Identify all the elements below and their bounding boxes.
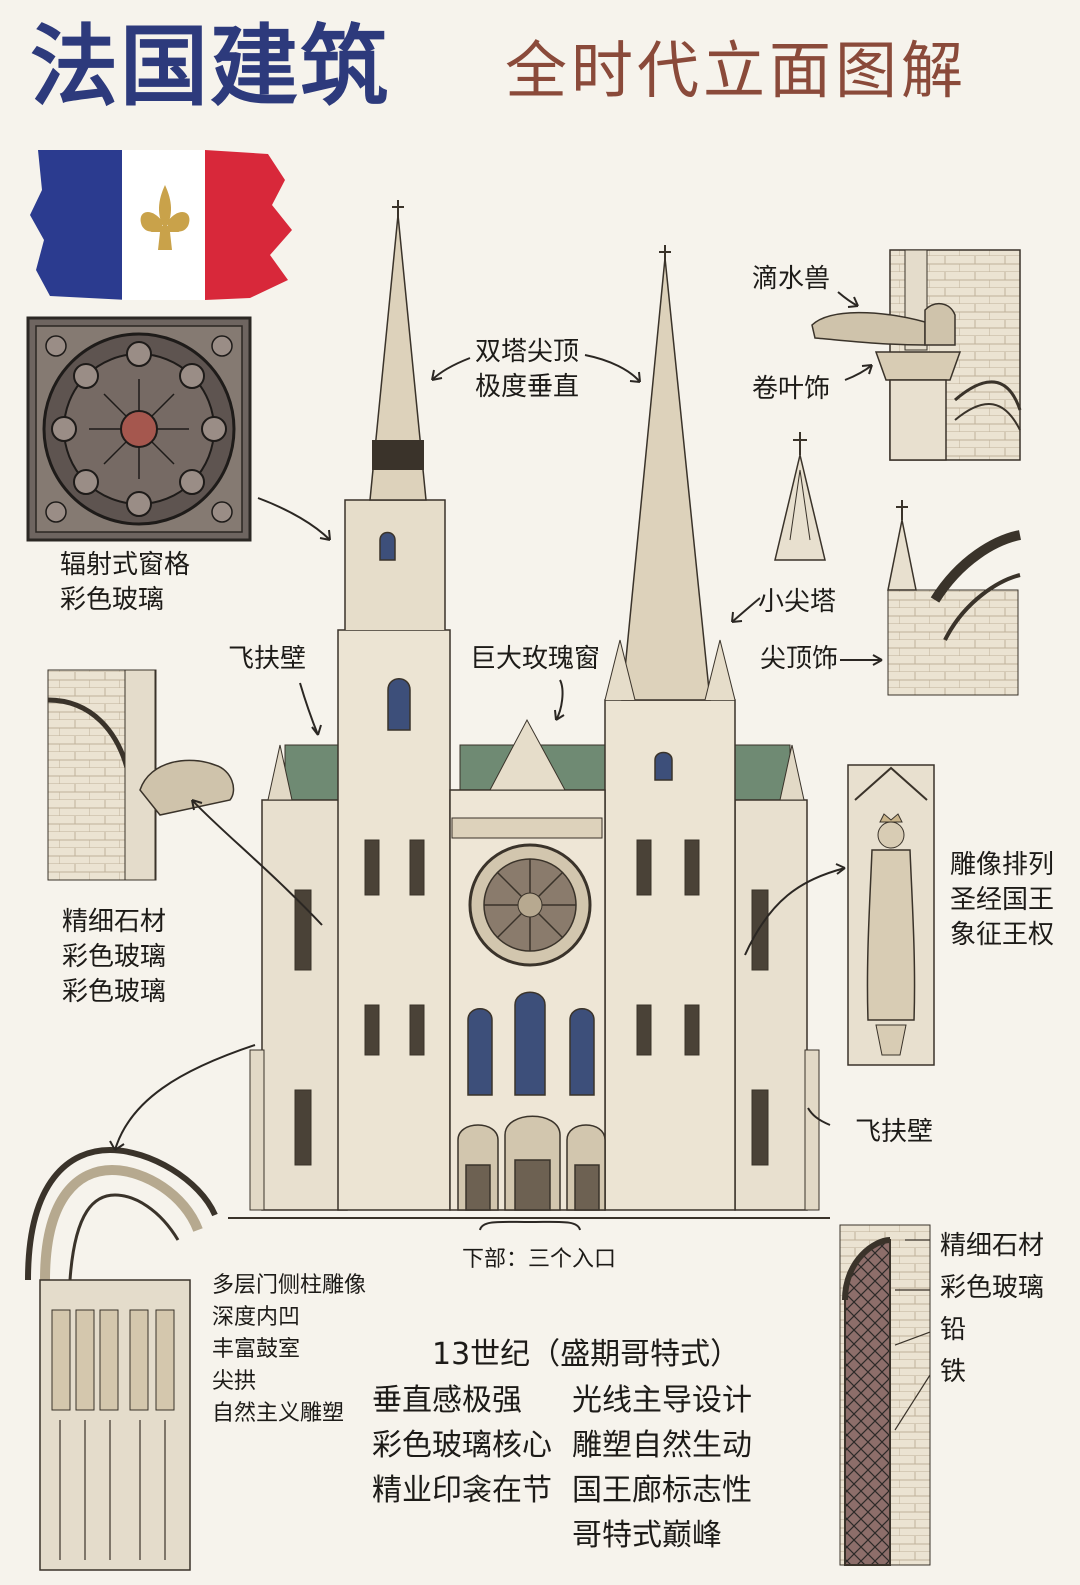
callout-line: 彩色玻璃 — [940, 1273, 1045, 1304]
page-title: 法国建筑 — [30, 14, 391, 118]
callout-line: 精细石材 — [62, 907, 167, 937]
callout-line: 彩色玻璃 — [62, 942, 167, 973]
rose-window — [468, 843, 592, 967]
callout-line: 雕像排列 — [950, 850, 1055, 880]
callout-arrows — [109, 291, 883, 1231]
summary-line: 光线主导设计 — [572, 1383, 752, 1418]
summary-right-column: 光线主导设计 雕塑自然生动 国王廊标志性 哥特式巅峰 — [572, 1378, 752, 1558]
callout-line: 深度内凹 — [212, 1304, 301, 1330]
callout-line: 尖拱 — [212, 1368, 257, 1394]
callout-line: 彩色玻璃 — [60, 585, 165, 616]
finial-label: 尖顶饰 — [760, 644, 839, 674]
king-statue-detail — [847, 764, 935, 1066]
callout-line: 双塔尖顶 — [475, 337, 580, 367]
summary-line: 彩色玻璃核心 — [372, 1428, 552, 1463]
portals-label: 下部：三个入口 — [462, 1247, 617, 1272]
flying-buttress-label-right: 飞扶壁 — [855, 1117, 934, 1147]
callout-line: 辐射式窗格 — [60, 550, 191, 580]
summary-line: 雕塑自然生动 — [572, 1428, 752, 1463]
portal-jamb-detail — [25, 1146, 218, 1571]
summary-line: 垂直感极强 — [372, 1383, 522, 1418]
fleur-de-lis-icon — [140, 185, 190, 250]
stained-window-detail — [839, 1224, 931, 1566]
twin-spires-label: 双塔尖顶 极度垂直 — [475, 335, 579, 405]
callout-line: 精细石材 — [940, 1231, 1045, 1261]
rose-window-detail — [26, 316, 252, 542]
gargoyle-label: 滴水兽 — [752, 264, 831, 294]
callout-line: 铅 — [940, 1315, 967, 1346]
statue-row-label: 雕像排列 圣经国王 象征王权 — [950, 848, 1054, 953]
summary-line: 精业印衾在节 — [372, 1473, 552, 1508]
three-portals — [457, 1115, 606, 1211]
rose-window-detail-label: 辐射式窗格 彩色玻璃 — [60, 548, 190, 618]
callout-line: 象征王权 — [950, 920, 1055, 951]
callout-line: 彩色玻璃 — [62, 977, 167, 1008]
callout-line: 多层门侧柱雕像 — [212, 1273, 367, 1298]
gargoyle-wall-detail — [47, 669, 235, 881]
giant-rose-window-label: 巨大玫瑰窗 — [470, 644, 601, 674]
summary-line: 国王廊标志性 — [572, 1473, 752, 1508]
crocket-label: 卷叶饰 — [752, 374, 831, 404]
french-flag — [30, 150, 292, 300]
cathedral-facade — [228, 200, 830, 1219]
window-detail-label: 精细石材 彩色玻璃 铅 铁 — [940, 1225, 1044, 1393]
gargoyle-capital-detail — [811, 249, 1022, 461]
portal-detail-label: 多层门侧柱雕像 深度内凹 丰富鼓室 尖拱 自然主义雕塑 — [212, 1270, 366, 1429]
summary-heading: 13世纪（盛期哥特式） — [432, 1337, 741, 1372]
small-pinnacle-detail — [774, 432, 826, 561]
callout-line: 丰富鼓室 — [212, 1336, 301, 1362]
callout-line: 圣经国王 — [950, 885, 1055, 916]
summary-line: 哥特式巅峰 — [572, 1518, 722, 1553]
callout-line: 自然主义雕塑 — [212, 1400, 345, 1426]
finial-detail — [887, 500, 1022, 696]
fine-stone-label-left: 精细石材 彩色玻璃 彩色玻璃 — [62, 905, 166, 1010]
page-subtitle: 全时代立面图解 — [505, 34, 968, 107]
summary-left-column: 垂直感极强 彩色玻璃核心 精业印衾在节 — [372, 1378, 552, 1513]
callout-line: 铁 — [940, 1357, 967, 1388]
flying-buttress-label-left: 飞扶壁 — [228, 644, 307, 674]
callout-line: 极度垂直 — [475, 372, 580, 403]
small-pinnacle-label: 小尖塔 — [758, 587, 837, 617]
